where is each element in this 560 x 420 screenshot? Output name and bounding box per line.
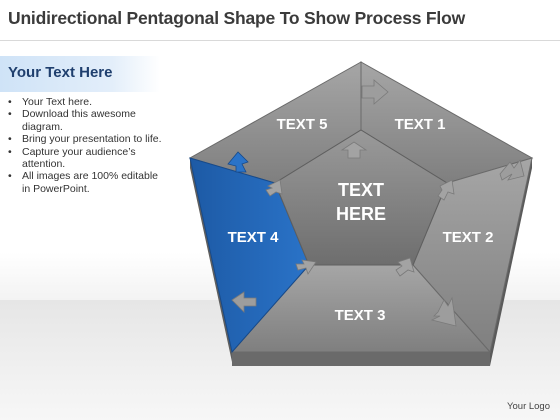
arrow-icon xyxy=(340,141,368,159)
segment-5-label: TEXT 5 xyxy=(277,116,328,133)
logo-text: Your Logo xyxy=(507,401,550,412)
arrow-icon xyxy=(227,151,249,173)
center-pentagon xyxy=(274,129,448,266)
bullet-item: All images are 100% editable in PowerPoi… xyxy=(6,170,164,195)
title-divider xyxy=(0,40,560,41)
pentagon-base-right xyxy=(490,158,532,366)
bullet-item: Bring your presentation to life. xyxy=(6,133,164,146)
arrow-icon xyxy=(265,179,283,197)
segment-1-label: TEXT 1 xyxy=(395,116,446,133)
pentagon-base-front xyxy=(232,352,490,366)
center-label-line1: TEXT xyxy=(338,180,384,200)
arrow-icon xyxy=(437,179,455,201)
center-label-line2: HERE xyxy=(336,204,386,224)
arrow-icon xyxy=(231,291,257,313)
arrow-icon xyxy=(430,296,457,327)
segment-3-label: TEXT 3 xyxy=(335,307,386,324)
sidebar-header-label: Your Text Here xyxy=(8,64,113,81)
arrow-icon xyxy=(395,257,415,277)
arrow-icon xyxy=(361,79,389,105)
bullet-item: Download this awesome diagram. xyxy=(6,108,164,133)
arrow-icon xyxy=(295,259,317,275)
segment-4-label: TEXT 4 xyxy=(228,229,280,246)
bullet-item: Your Text here. xyxy=(6,96,164,109)
arrow-icon xyxy=(499,159,525,181)
bullet-item: Capture your audience’s attention. xyxy=(6,146,164,171)
segment-2-label: TEXT 2 xyxy=(443,229,494,246)
bullet-list: Your Text here. Download this awesome di… xyxy=(6,96,164,195)
sidebar-header: Your Text Here xyxy=(0,56,160,92)
page-title: Unidirectional Pentagonal Shape To Show … xyxy=(8,8,465,28)
